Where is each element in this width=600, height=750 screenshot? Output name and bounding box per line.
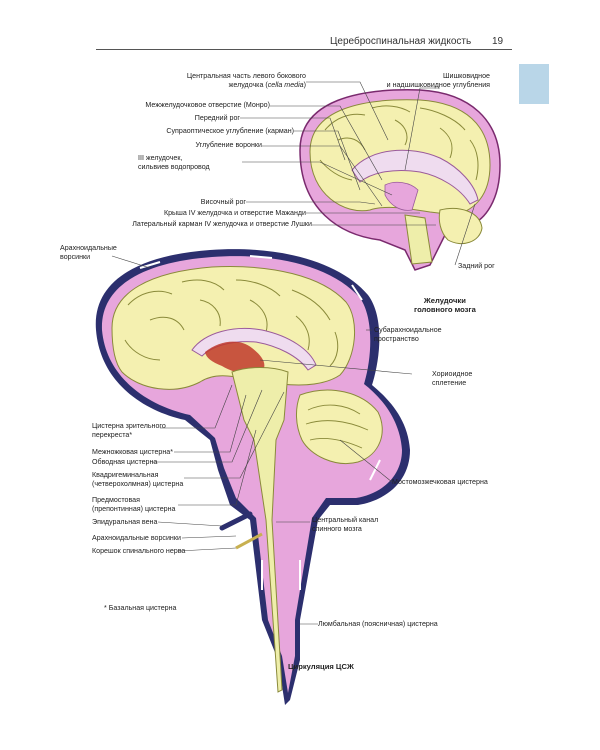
top-brainstem (404, 214, 433, 265)
leader-cerebellopontine (339, 439, 393, 483)
label-basal-note: * Базальная цистерна (104, 604, 177, 612)
circulation-figure (95, 249, 411, 705)
label-monro: Межжелудочковое отверстие (Монро) (145, 101, 270, 109)
label-temporal-horn: Височный рог (200, 198, 246, 206)
leader-cella-media (306, 81, 389, 141)
flow-arrow-3 (351, 284, 363, 301)
label-prepontine: Предмостовая (препонтинная) цистерна (92, 496, 176, 513)
label-pineal: Шишковидное и надшишковидное углубления (386, 72, 490, 89)
chapter-tab (519, 64, 549, 104)
cerebrum (111, 266, 356, 390)
leader-infundibulum (262, 145, 383, 207)
label-supraoptic: Супраоптическое углубление (карман) (166, 127, 294, 135)
page-number: 19 (492, 36, 504, 47)
label-quadrigeminal: Квадригеминальная (четверохолмная) цисте… (92, 471, 184, 488)
label-spinal-root: Корешок спинального нерва (92, 547, 186, 555)
top-cerebellum (438, 207, 483, 244)
leader-prepontine (178, 429, 257, 506)
csf-flow-arrows (139, 255, 381, 590)
label-chiasm-cistern: Цистерна зрительного перекреста* (92, 422, 166, 439)
leader-pineal (404, 87, 440, 171)
top-lateral-ventricle (351, 149, 479, 205)
leader-posterior-horn (454, 203, 476, 266)
label-ambient: Обводная цистерна (92, 458, 158, 466)
top-gyri (319, 105, 479, 181)
label-subarachnoid: Субарахноидальное пространство (374, 326, 442, 343)
label-posterior-horn: Задний рог (458, 262, 495, 270)
label-cerebellopontine: Мостомозжечковая цистерна (392, 478, 488, 486)
label-choroid: Хориоидное сплетение (432, 370, 473, 387)
top-third-ventricle (384, 181, 419, 211)
leader-ambient (152, 389, 263, 463)
leader-temporal-horn (246, 201, 376, 205)
flow-arrow-2 (249, 255, 273, 259)
cerebellum-folia (305, 404, 369, 449)
label-arachnoid-villi-top: Арахноидальные ворсинки (60, 244, 117, 261)
header-rule (96, 49, 512, 50)
label-epidural-vein: Эпидуральная вена (92, 518, 158, 526)
leader-monro (270, 105, 383, 181)
flow-arrow-4 (369, 459, 381, 481)
label-infundibulum: Углубление воронки (195, 141, 262, 149)
label-third-ventricle: III желудочек, сильвиев водопровод (138, 154, 210, 171)
leader-third-ventricle (242, 161, 393, 196)
label-magendie: Крыша IV желудочка и отверстие Мажанди (163, 209, 306, 217)
leader-quadrigeminal (184, 391, 285, 479)
label-arachnoid-villi-bottom: Арахноидальные ворсинки (92, 534, 181, 542)
choroid-plexus (205, 341, 265, 375)
label-ventricles-caption: Желудочки головного мозга (414, 296, 476, 314)
flow-arrow-1 (139, 261, 161, 269)
label-circulation-caption: Циркуляция ЦСЖ (288, 662, 354, 671)
leader-arachnoid-top (111, 255, 151, 269)
leader-supraoptic (294, 130, 361, 191)
leader-arachnoid-bottom (181, 535, 237, 539)
leader-lines (111, 81, 476, 625)
epidural-vein (219, 511, 253, 531)
ventricles-figure (299, 89, 501, 271)
spinal-nerve-root (235, 532, 263, 550)
label-interpeduncular: Межножковая цистерна* (92, 448, 173, 456)
leader-choroid (259, 359, 413, 375)
cerebrum-gyri (124, 279, 339, 367)
leader-spinal-root (177, 547, 237, 552)
label-cella-media: Центральная часть левого бокового желудо… (186, 72, 306, 89)
leader-interpeduncular (174, 394, 247, 453)
brainstem (231, 367, 289, 693)
label-lumbar: Люмбальная (поясничная) цистерна (318, 620, 438, 628)
label-luschka: Латеральный карман IV желудочка и отверс… (132, 220, 312, 228)
leader-epidural (157, 521, 223, 527)
label-anterior-horn: Передний рог (194, 114, 240, 122)
running-header-title: Цереброспинальная жидкость (330, 36, 472, 47)
leader-chiasm (160, 384, 233, 429)
cerebellum (296, 389, 383, 464)
label-central-canal: Центральный канал спинного мозга (312, 516, 379, 533)
